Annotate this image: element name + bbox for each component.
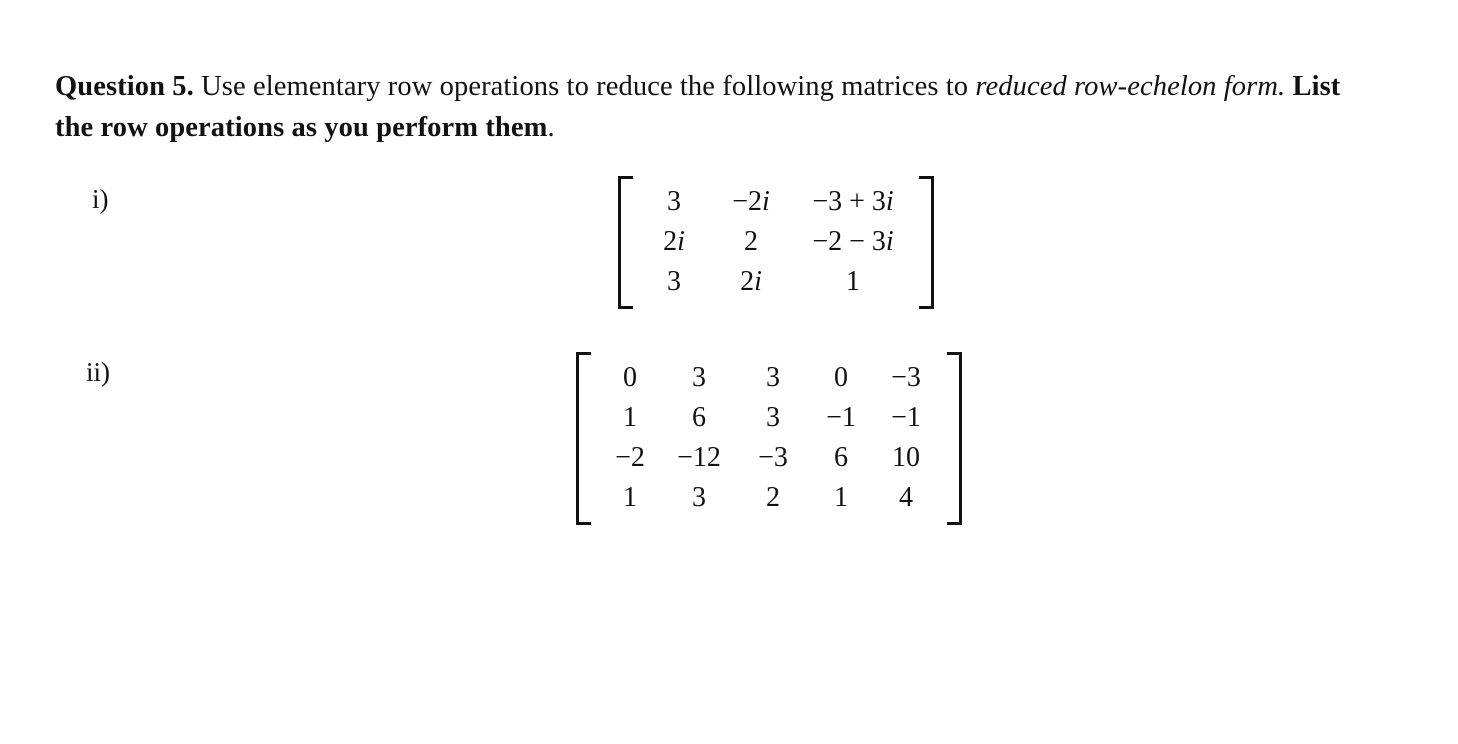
matrix-cell: −1 [826,402,856,433]
matrix-cell: 1 [623,482,637,513]
matrix-ii-left-bracket [576,352,591,525]
matrix-cell: 2i [663,226,685,257]
item-label-ii: ii) [86,357,110,387]
matrix-ii-grid: 0 3 3 0 −3 1 6 3 −1 −1 −2 −12 −3 6 10 1 … [591,352,947,525]
matrix-cell: 2 [744,226,758,257]
matrix-cell: 3 [692,482,706,513]
matrix-cell: −2i [732,186,770,217]
matrix-cell: −3 [891,362,921,393]
matrix-i-left-bracket [618,176,633,309]
matrix-cell: 3 [667,266,681,297]
matrix-cell: 3 [766,402,780,433]
matrix-cell: −2 [615,442,645,473]
question-bold-instruction: List the row operations as you perform t… [55,71,1341,143]
matrix-cell: 1 [834,482,848,513]
matrix-i: 3 −2i −3 + 3i 2i 2 −2 − 3i 3 2i 1 [618,176,934,309]
matrix-cell: 0 [834,362,848,393]
matrix-ii-right-bracket [947,352,962,525]
matrix-cell: 6 [834,442,848,473]
matrix-cell: 0 [623,362,637,393]
matrix-cell: 10 [892,442,920,473]
item-label-i: i) [92,184,109,214]
question-period: . [547,112,555,143]
matrix-cell: 1 [846,266,860,297]
matrix-cell: 3 [667,186,681,217]
matrix-i-grid: 3 −2i −3 + 3i 2i 2 −2 − 3i 3 2i 1 [633,176,919,309]
matrix-cell: −2 − 3i [812,226,894,257]
matrix-i-right-bracket [919,176,934,309]
question-number: Question 5. [55,71,194,102]
matrix-cell: 6 [692,402,706,433]
matrix-cell: −1 [891,402,921,433]
matrix-cell: −12 [677,442,721,473]
matrix-cell: 2i [740,266,762,297]
matrix-cell: 3 [766,362,780,393]
question-emphasis: reduced row-echelon form. [975,71,1286,102]
matrix-cell: −3 + 3i [812,186,894,217]
matrix-cell: 2 [766,482,780,513]
matrix-cell: −3 [758,442,788,473]
matrix-cell: 4 [899,482,913,513]
matrix-cell: 1 [623,402,637,433]
matrix-cell: 3 [692,362,706,393]
matrix-ii: 0 3 3 0 −3 1 6 3 −1 −1 −2 −12 −3 6 10 1 … [576,352,962,525]
question-prompt: Question 5. Use elementary row operation… [55,66,1385,148]
question-text-lead: Use elementary row operations to reduce … [193,71,976,102]
